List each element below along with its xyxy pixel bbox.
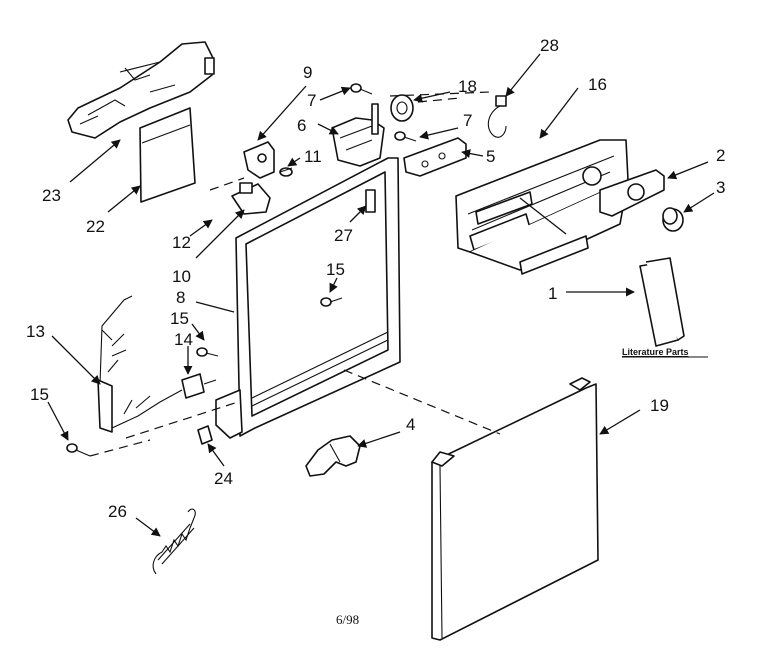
callout-9: 9 bbox=[303, 63, 312, 82]
callout-13: 13 bbox=[26, 322, 45, 341]
callout-5: 5 bbox=[486, 147, 495, 166]
callout-22: 22 bbox=[86, 217, 105, 236]
part-4-latch bbox=[305, 435, 361, 477]
callout-26: 26 bbox=[108, 502, 127, 521]
part-28-wire-harness bbox=[487, 95, 507, 138]
callout-23: 23 bbox=[42, 186, 61, 205]
part-1-literature bbox=[639, 257, 685, 347]
callout-4: 4 bbox=[406, 415, 415, 434]
callout-15-mid: 15 bbox=[170, 309, 189, 328]
callout-19: 19 bbox=[650, 396, 669, 415]
callout-18: 18 bbox=[458, 77, 477, 96]
callout-2: 2 bbox=[716, 146, 725, 165]
callout-14: 14 bbox=[174, 330, 193, 349]
callout-15-frame: 15 bbox=[326, 260, 345, 279]
part-6-switch-assembly bbox=[331, 103, 385, 167]
callout-24: 24 bbox=[214, 469, 233, 488]
part-10-hinge-support bbox=[231, 182, 271, 215]
part-9-hinge-bracket bbox=[243, 141, 275, 179]
part-2-panel-cap bbox=[599, 169, 665, 217]
part-22-sheet bbox=[139, 107, 196, 203]
part-3-knob bbox=[662, 207, 684, 232]
part-16-control-panel bbox=[455, 139, 629, 275]
part-11-screw bbox=[279, 167, 293, 177]
callout-28: 28 bbox=[540, 36, 559, 55]
part-19-outer-door-panel bbox=[431, 377, 599, 641]
callout-27: 27 bbox=[334, 226, 353, 245]
callout-labels: 1 2 3 4 5 6 7 7 8 9 10 11 12 13 14 15 15… bbox=[26, 36, 725, 521]
part-14-switch bbox=[181, 373, 217, 399]
callout-16: 16 bbox=[588, 75, 607, 94]
part-26-spring bbox=[152, 508, 196, 575]
callout-7-lower: 7 bbox=[463, 111, 472, 130]
callout-6: 6 bbox=[297, 116, 306, 135]
callout-12: 12 bbox=[172, 233, 191, 252]
literature-parts-label: Literature Parts bbox=[622, 347, 689, 357]
part-7-screw-upper bbox=[350, 83, 373, 95]
callout-1: 1 bbox=[548, 284, 557, 303]
part-15-screw-frame bbox=[320, 297, 343, 307]
callout-11: 11 bbox=[304, 147, 322, 166]
part-13-wire-harness bbox=[97, 295, 183, 433]
part-24-clip bbox=[197, 425, 213, 445]
callout-7-upper: 7 bbox=[307, 91, 316, 110]
part-15-screw-left bbox=[66, 443, 91, 457]
callout-8: 8 bbox=[176, 288, 185, 307]
part-7-screw-lower bbox=[394, 131, 417, 142]
callout-10: 10 bbox=[172, 267, 191, 286]
part-18-knob-actuator bbox=[390, 94, 414, 122]
part-15-screw-mid bbox=[196, 347, 219, 357]
part-5-switch-bracket bbox=[403, 137, 467, 177]
callout-15-left: 15 bbox=[30, 385, 49, 404]
callout-3: 3 bbox=[716, 178, 725, 197]
part-8-inner-door-frame bbox=[215, 157, 401, 439]
part-23-housing bbox=[67, 41, 215, 139]
leader-lines bbox=[47, 53, 715, 537]
page-number: 6/98 bbox=[336, 612, 359, 627]
